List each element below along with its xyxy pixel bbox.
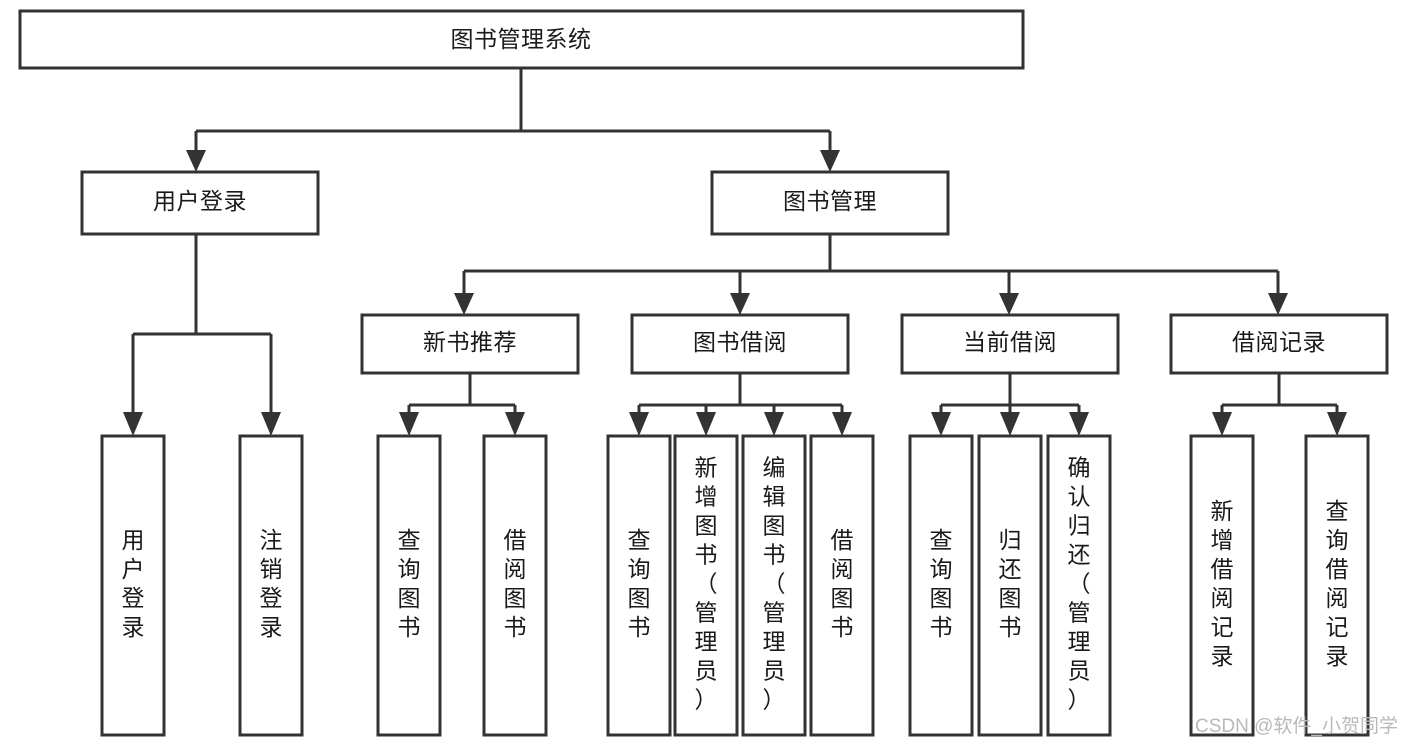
arrowhead-book-borrow (730, 293, 750, 315)
arrowhead-leaf-borrow-book-1 (505, 412, 525, 436)
node-leaf-return-book-box[interactable] (977, 434, 1043, 737)
arrowhead-leaf-user-login (123, 412, 143, 436)
arrowhead-leaf-logout (261, 412, 281, 436)
node-book-manage-box[interactable] (710, 170, 950, 236)
node-user-login[interactable]: 用户登录 (80, 170, 320, 236)
node-leaf-query-book-1[interactable]: 查询图书 (376, 434, 442, 737)
node-leaf-borrow-book-1-label: 借阅图书 (504, 527, 527, 640)
node-leaf-confirm-return-box[interactable] (1046, 434, 1112, 737)
node-leaf-query-book-3-label: 查询图书 (930, 527, 953, 640)
node-book-manage[interactable]: 图书管理 (710, 170, 950, 236)
node-leaf-borrow-book-2-label: 借阅图书 (831, 527, 854, 640)
node-leaf-query-book-1-box[interactable] (376, 434, 442, 737)
node-leaf-logout[interactable]: 注销登录 (238, 434, 304, 737)
node-leaf-borrow-book-1-box[interactable] (482, 434, 548, 737)
node-borrow-record-label: 借阅记录 (1232, 329, 1326, 355)
arrowhead-leaf-query-book-3 (931, 412, 951, 436)
node-root[interactable]: 图书管理系统 (18, 9, 1025, 70)
node-current-borrow[interactable]: 当前借阅 (900, 313, 1120, 375)
node-leaf-borrow-book-1[interactable]: 借阅图书 (482, 434, 548, 737)
arrowhead-leaf-return-book (1000, 412, 1020, 436)
node-new-book-recommend-box[interactable] (360, 313, 580, 375)
arrowhead-book-manage (820, 150, 840, 172)
node-leaf-edit-book-box[interactable] (741, 434, 807, 737)
node-current-borrow-box[interactable] (900, 313, 1120, 375)
arrowhead-leaf-query-book-2 (629, 412, 649, 436)
node-leaf-query-book-3[interactable]: 查询图书 (908, 434, 974, 737)
node-user-login-label: 用户登录 (153, 188, 247, 214)
node-leaf-edit-book-label: 编辑图书（管理员） (763, 455, 786, 713)
node-leaf-return-book[interactable]: 归还图书 (977, 434, 1043, 737)
node-leaf-borrow-book-2[interactable]: 借阅图书 (809, 434, 875, 737)
node-leaf-borrow-book-2-box[interactable] (809, 434, 875, 737)
node-leaf-user-login-label: 用户登录 (122, 527, 145, 640)
node-leaf-query-book-2-label: 查询图书 (628, 527, 651, 640)
node-leaf-query-book-2[interactable]: 查询图书 (606, 434, 672, 737)
arrowhead-user-login (186, 150, 206, 172)
arrowhead-leaf-query-record (1327, 412, 1347, 436)
arrowhead-current-borrow (999, 293, 1019, 315)
arrowhead-leaf-query-book-1 (399, 412, 419, 436)
node-book-borrow-box[interactable] (630, 313, 850, 375)
csdn-watermark: CSDN @软件_小贺同学 (1195, 715, 1398, 737)
node-leaf-add-record[interactable]: 新增借阅记录 (1189, 434, 1255, 737)
node-leaf-query-book-2-box[interactable] (606, 434, 672, 737)
node-leaf-return-book-label: 归还图书 (999, 527, 1022, 640)
node-leaf-add-book-label: 新增图书（管理员） (695, 455, 718, 713)
node-leaf-query-record[interactable]: 查询借阅记录 (1304, 434, 1370, 737)
node-book-manage-label: 图书管理 (783, 188, 877, 214)
node-leaf-user-login[interactable]: 用户登录 (100, 434, 166, 737)
arrowhead-leaf-confirm-return (1069, 412, 1089, 436)
node-leaf-edit-book[interactable]: 编辑图书（管理员） (741, 434, 807, 737)
node-leaf-query-book-3-box[interactable] (908, 434, 974, 737)
node-leaf-add-book-box[interactable] (673, 434, 739, 737)
node-leaf-add-record-label: 新增借阅记录 (1211, 498, 1234, 669)
node-leaf-add-record-box[interactable] (1189, 434, 1255, 737)
node-user-login-box[interactable] (80, 170, 320, 236)
node-leaf-query-record-label: 查询借阅记录 (1326, 498, 1349, 669)
connector-layer (123, 68, 1347, 436)
arrowhead-leaf-add-record (1212, 412, 1232, 436)
arrowhead-leaf-add-book (696, 412, 716, 436)
arrowhead-borrow-record (1268, 293, 1288, 315)
node-leaf-query-record-box[interactable] (1304, 434, 1370, 737)
node-leaf-add-book[interactable]: 新增图书（管理员） (673, 434, 739, 737)
node-book-borrow-label: 图书借阅 (693, 329, 787, 355)
node-new-book-recommend-label: 新书推荐 (423, 329, 517, 355)
node-current-borrow-label: 当前借阅 (963, 329, 1057, 355)
arrowhead-leaf-borrow-book-2 (832, 412, 852, 436)
node-root-box[interactable] (18, 9, 1025, 70)
node-leaf-confirm-return-label: 确认归还（管理员） (1068, 455, 1091, 713)
node-leaf-confirm-return[interactable]: 确认归还（管理员） (1046, 434, 1112, 737)
arrowhead-leaf-edit-book (764, 412, 784, 436)
node-leaf-logout-label: 注销登录 (260, 527, 283, 640)
node-new-book-recommend[interactable]: 新书推荐 (360, 313, 580, 375)
arrowhead-new-book-recommend (454, 293, 474, 315)
node-root-label: 图书管理系统 (451, 26, 592, 52)
node-leaf-user-login-box[interactable] (100, 434, 166, 737)
node-leaf-query-book-1-label: 查询图书 (398, 527, 421, 640)
node-borrow-record-box[interactable] (1169, 313, 1389, 375)
node-leaf-logout-box[interactable] (238, 434, 304, 737)
node-borrow-record[interactable]: 借阅记录 (1169, 313, 1389, 375)
node-book-borrow[interactable]: 图书借阅 (630, 313, 850, 375)
